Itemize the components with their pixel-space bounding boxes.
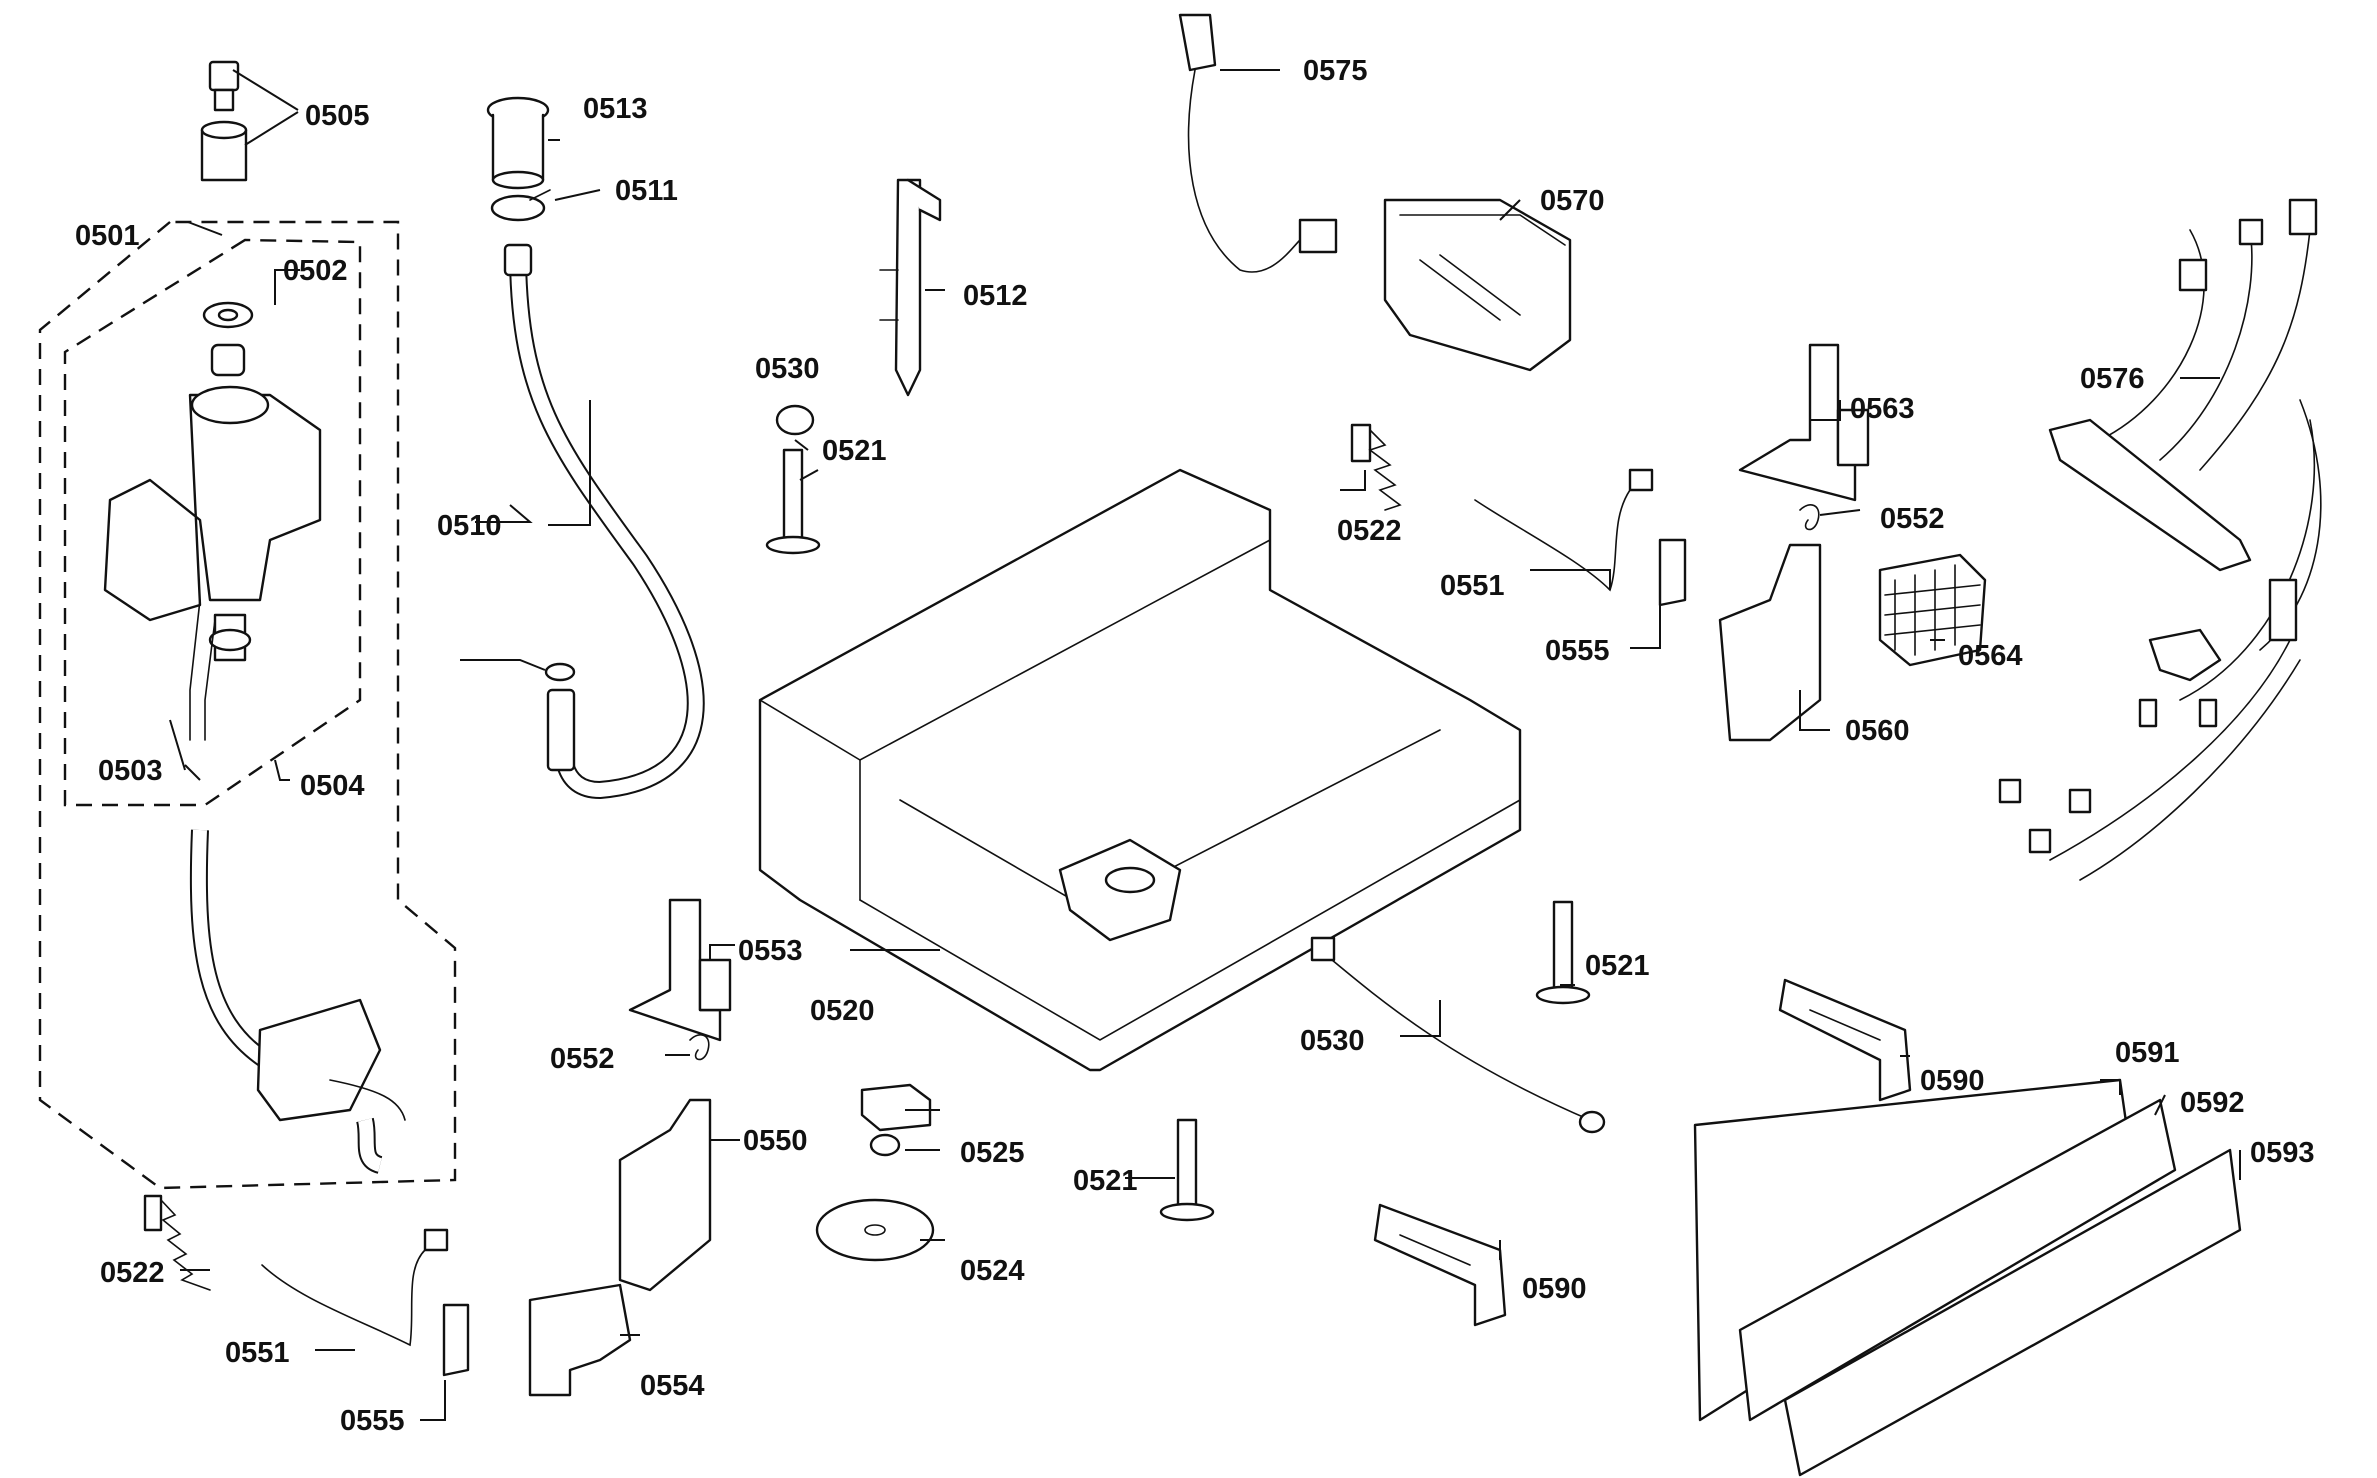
callout-0504: 0504 bbox=[300, 770, 365, 802]
callout-0590-bottom: 0590 bbox=[1522, 1273, 1587, 1305]
part-0512-rail bbox=[879, 178, 942, 397]
callout-0564: 0564 bbox=[1958, 640, 2023, 672]
part-0505-fittings bbox=[200, 60, 248, 182]
part-0552-spring-top bbox=[1799, 504, 1820, 531]
callout-0563: 0563 bbox=[1850, 393, 1915, 425]
callout-0521-right: 0521 bbox=[1585, 950, 1650, 982]
part-0563-hinge-bracket bbox=[1738, 343, 1870, 502]
callout-0513: 0513 bbox=[583, 93, 648, 125]
callout-0575: 0575 bbox=[1303, 55, 1368, 87]
callout-0530-top: 0530 bbox=[755, 353, 820, 385]
callout-0593: 0593 bbox=[2250, 1137, 2315, 1169]
callout-0510: 0510 bbox=[437, 510, 502, 542]
callout-0551-top: 0551 bbox=[1440, 570, 1505, 602]
callout-0552-bottom: 0552 bbox=[550, 1043, 615, 1075]
part-0524-disc bbox=[815, 1198, 935, 1262]
part-0555-clip-top bbox=[1658, 538, 1687, 607]
callout-0554: 0554 bbox=[640, 1370, 705, 1402]
part-0522-spring-top bbox=[1350, 423, 1402, 511]
callout-0576: 0576 bbox=[2080, 363, 2145, 395]
part-0560-hinge-arm bbox=[1718, 543, 1822, 742]
callout-0522-bottom: 0522 bbox=[100, 1257, 165, 1289]
part-0530-nut bbox=[775, 404, 815, 436]
callout-0511: 0511 bbox=[615, 175, 678, 207]
part-0513-sleeve bbox=[486, 96, 550, 190]
leader-lines bbox=[169, 69, 2241, 1421]
part-0570-control-module bbox=[1383, 198, 1572, 372]
part-0555-clip-bottom bbox=[442, 1303, 470, 1377]
part-0564-grid-panel bbox=[1878, 553, 1987, 667]
callout-0522-top: 0522 bbox=[1337, 515, 1402, 547]
part-0530-rod bbox=[1310, 936, 1606, 1134]
callout-0530-bottom: 0530 bbox=[1300, 1025, 1365, 1057]
callout-0553: 0553 bbox=[738, 935, 803, 967]
callout-0521-bottom: 0521 bbox=[1073, 1165, 1138, 1197]
callout-0592: 0592 bbox=[2180, 1087, 2245, 1119]
callout-0560: 0560 bbox=[1845, 715, 1910, 747]
part-0590-end-cap-bottom bbox=[1373, 1203, 1507, 1327]
callout-0552-top: 0552 bbox=[1880, 503, 1945, 535]
part-0501-valve-hose bbox=[189, 829, 406, 1174]
part-0521-screw-bottom bbox=[1159, 1118, 1215, 1222]
part-0525-block bbox=[860, 1083, 932, 1157]
callout-0505: 0505 bbox=[305, 100, 370, 132]
part-0553-hinge-bracket bbox=[628, 898, 732, 1042]
part-0593-kickplate bbox=[1783, 1148, 2242, 1477]
part-0522-spring-bottom bbox=[143, 1194, 211, 1291]
part-0510-drain-hose bbox=[503, 243, 705, 800]
assembly-boundary-0501 bbox=[38, 220, 457, 1190]
callout-0512: 0512 bbox=[963, 280, 1028, 312]
callout-0524: 0524 bbox=[960, 1255, 1025, 1287]
callout-0502: 0502 bbox=[283, 255, 348, 287]
callout-0555-bottom: 0555 bbox=[340, 1405, 405, 1437]
assembly-boundary-0502 bbox=[63, 238, 362, 807]
part-0554-cover bbox=[528, 1283, 632, 1397]
callout-0551-bottom: 0551 bbox=[225, 1337, 290, 1369]
callout-0520: 0520 bbox=[810, 995, 875, 1027]
callout-0590-top: 0590 bbox=[1920, 1065, 1985, 1097]
part-0575-power-cord bbox=[1178, 13, 1338, 273]
part-0551-sensor-cable-bottom bbox=[261, 1228, 449, 1347]
callout-0501: 0501 bbox=[75, 220, 140, 252]
part-0592-kickplate bbox=[1738, 1098, 2177, 1422]
part-0521-screw-top bbox=[765, 448, 821, 555]
callout-0525: 0525 bbox=[960, 1137, 1025, 1169]
callout-0591: 0591 bbox=[2115, 1037, 2180, 1069]
part-0550-hinge-arm bbox=[618, 1098, 712, 1292]
part-0520-base bbox=[758, 468, 1522, 1072]
callout-0570: 0570 bbox=[1540, 185, 1605, 217]
callout-0550: 0550 bbox=[743, 1125, 808, 1157]
part-0521-screw-right bbox=[1535, 900, 1591, 1005]
callout-0521-top: 0521 bbox=[822, 435, 887, 467]
part-0502-inlet-valve bbox=[103, 301, 322, 741]
part-0590-end-cap-top bbox=[1778, 978, 1912, 1102]
callout-0503: 0503 bbox=[98, 755, 163, 787]
callout-0555-top: 0555 bbox=[1545, 635, 1610, 667]
part-0576-wiring-harness bbox=[1998, 198, 2322, 881]
part-0511-clamp bbox=[490, 189, 551, 222]
part-0552-spring-bottom bbox=[689, 1034, 710, 1061]
